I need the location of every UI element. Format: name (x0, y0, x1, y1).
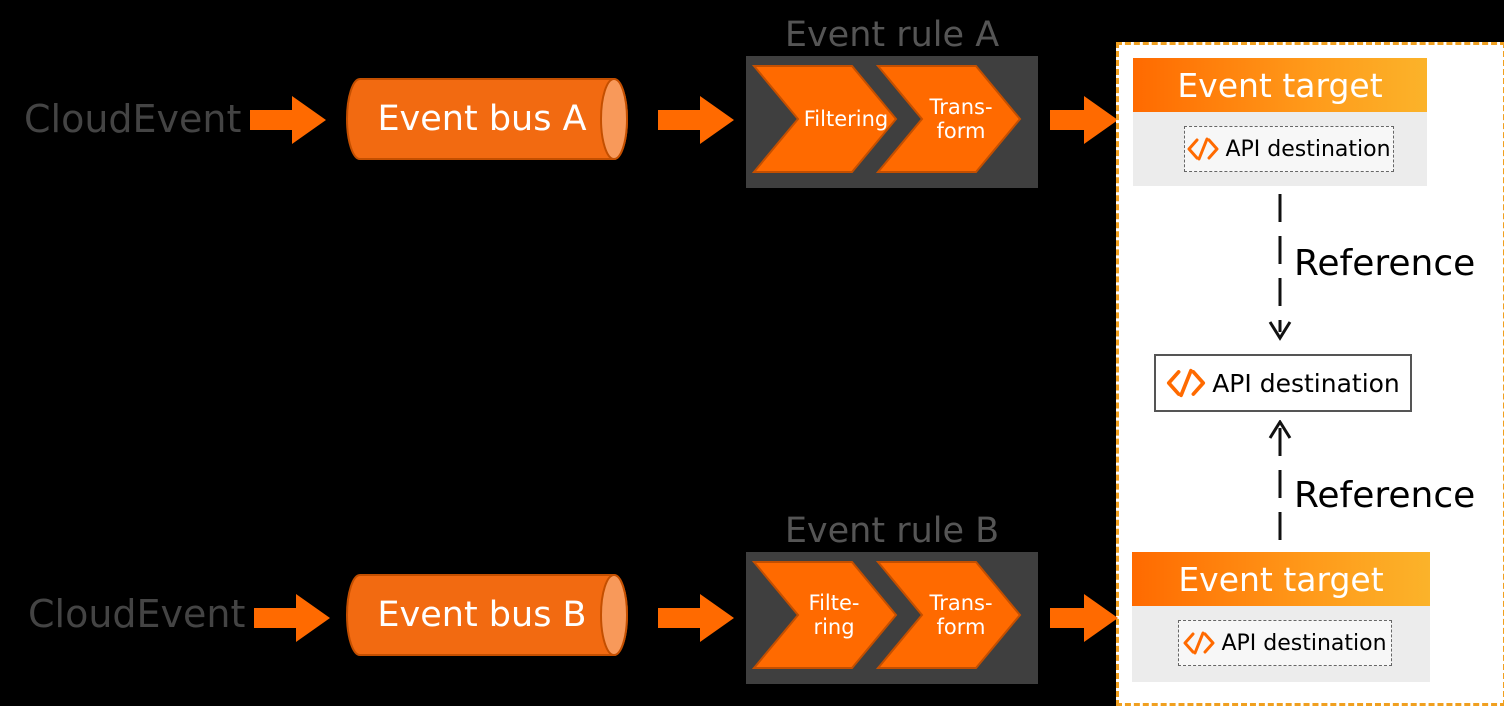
event-rule-b-title: Event rule B (784, 511, 1000, 551)
transform-step-a[interactable] (876, 64, 1022, 174)
api-link-icon (1183, 631, 1215, 655)
reference-label-bottom: Reference (1294, 475, 1476, 516)
api-link-icon (1187, 137, 1219, 161)
api-destination-b[interactable]: API destination (1178, 620, 1392, 666)
filtering-step-a-label: Filtering (803, 106, 889, 131)
source-label-b: CloudEvent (28, 592, 246, 636)
arrow-right-icon (254, 594, 330, 642)
filtering-step-b[interactable] (752, 560, 898, 670)
arrow-right-icon (1050, 96, 1118, 144)
reference-label-top: Reference (1294, 243, 1476, 284)
api-destination-a[interactable]: API destination (1184, 126, 1394, 172)
transform-step-a-label: Trans- form (929, 94, 993, 143)
arrow-right-icon (250, 96, 326, 144)
event-bus-b-shape[interactable] (346, 574, 632, 656)
filtering-step-a[interactable] (752, 64, 898, 174)
reference-arrow-down (1268, 194, 1292, 341)
shared-api-destination-label: API destination (1212, 368, 1400, 398)
api-link-icon (1167, 368, 1206, 398)
shared-api-destination[interactable]: API destination (1154, 354, 1412, 412)
arrow-right-icon (658, 96, 734, 144)
event-bus-a-label: Event bus A (377, 99, 587, 139)
event-target-b-header: Event target (1132, 552, 1430, 606)
transform-step-b[interactable] (876, 560, 1022, 670)
transform-step-b-label: Trans- form (929, 590, 993, 639)
arrow-right-icon (658, 594, 734, 642)
event-bus-a-shape[interactable] (346, 78, 632, 160)
reference-arrow-up (1268, 420, 1292, 544)
event-target-a-header: Event target (1133, 58, 1427, 112)
arrow-right-icon (1050, 594, 1118, 642)
event-bus-b-label: Event bus B (377, 595, 587, 635)
api-destination-a-label: API destination (1225, 136, 1391, 162)
api-destination-b-label: API destination (1221, 630, 1387, 656)
source-label-a: CloudEvent (24, 97, 242, 141)
event-rule-a-title: Event rule A (784, 15, 1000, 55)
filtering-step-b-label: Filte- ring (808, 590, 860, 639)
